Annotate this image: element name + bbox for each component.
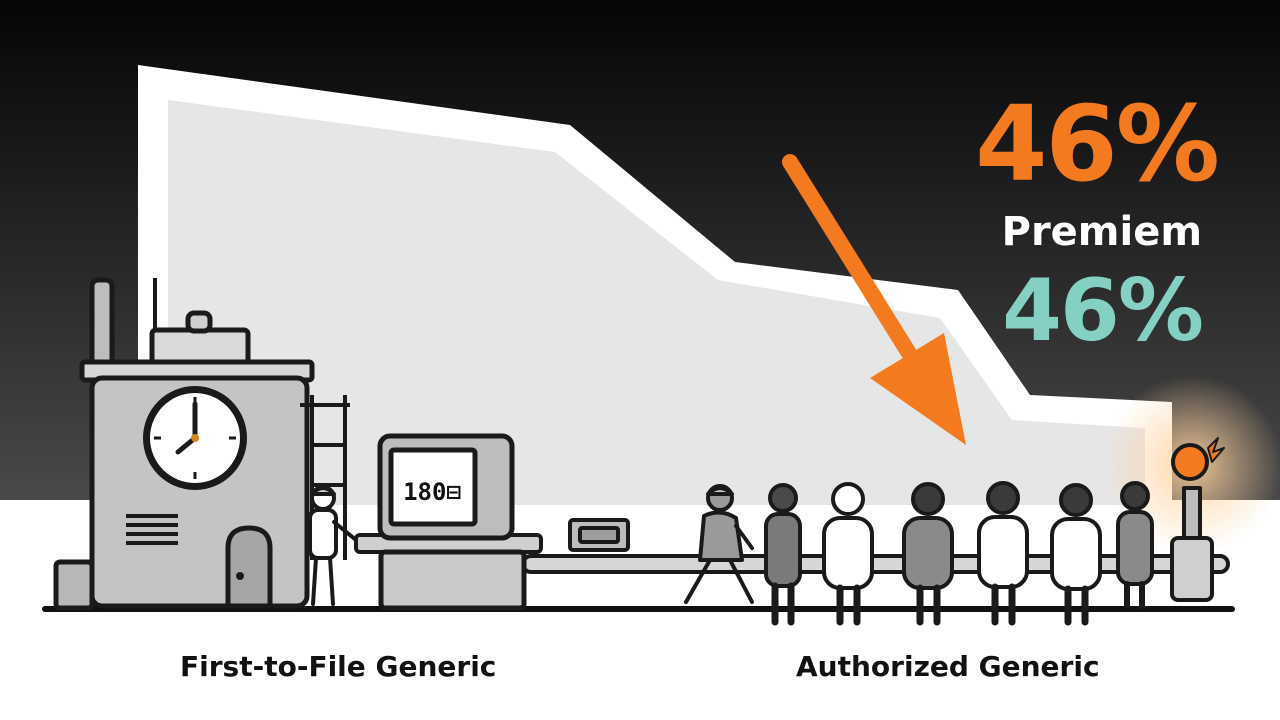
clock-icon [143, 386, 247, 490]
beacon-light-icon [1170, 437, 1225, 602]
vent-icon [126, 514, 178, 545]
person-icon [764, 483, 802, 626]
person-icon [308, 485, 358, 606]
premium-percent-primary: 46% [975, 83, 1220, 205]
person-icon [902, 482, 954, 626]
trend-arrow-icon [782, 154, 966, 445]
person-icon [684, 484, 754, 604]
caption-first-to-file: First-to-File Generic [180, 650, 497, 683]
caption-authorized: Authorized Generic [796, 650, 1100, 683]
premium-label: Premiem [1001, 209, 1202, 255]
person-icon [1116, 481, 1154, 609]
monitor-unit [377, 433, 527, 611]
premium-percent-secondary: 46% [1002, 261, 1204, 361]
person-icon [1050, 483, 1102, 626]
people-queue [684, 481, 1154, 626]
person-icon [977, 481, 1029, 626]
person-icon [822, 482, 874, 626]
door-knob [236, 572, 244, 580]
machine-display: 180⊟ [403, 478, 461, 506]
decline-panel [168, 100, 1145, 505]
